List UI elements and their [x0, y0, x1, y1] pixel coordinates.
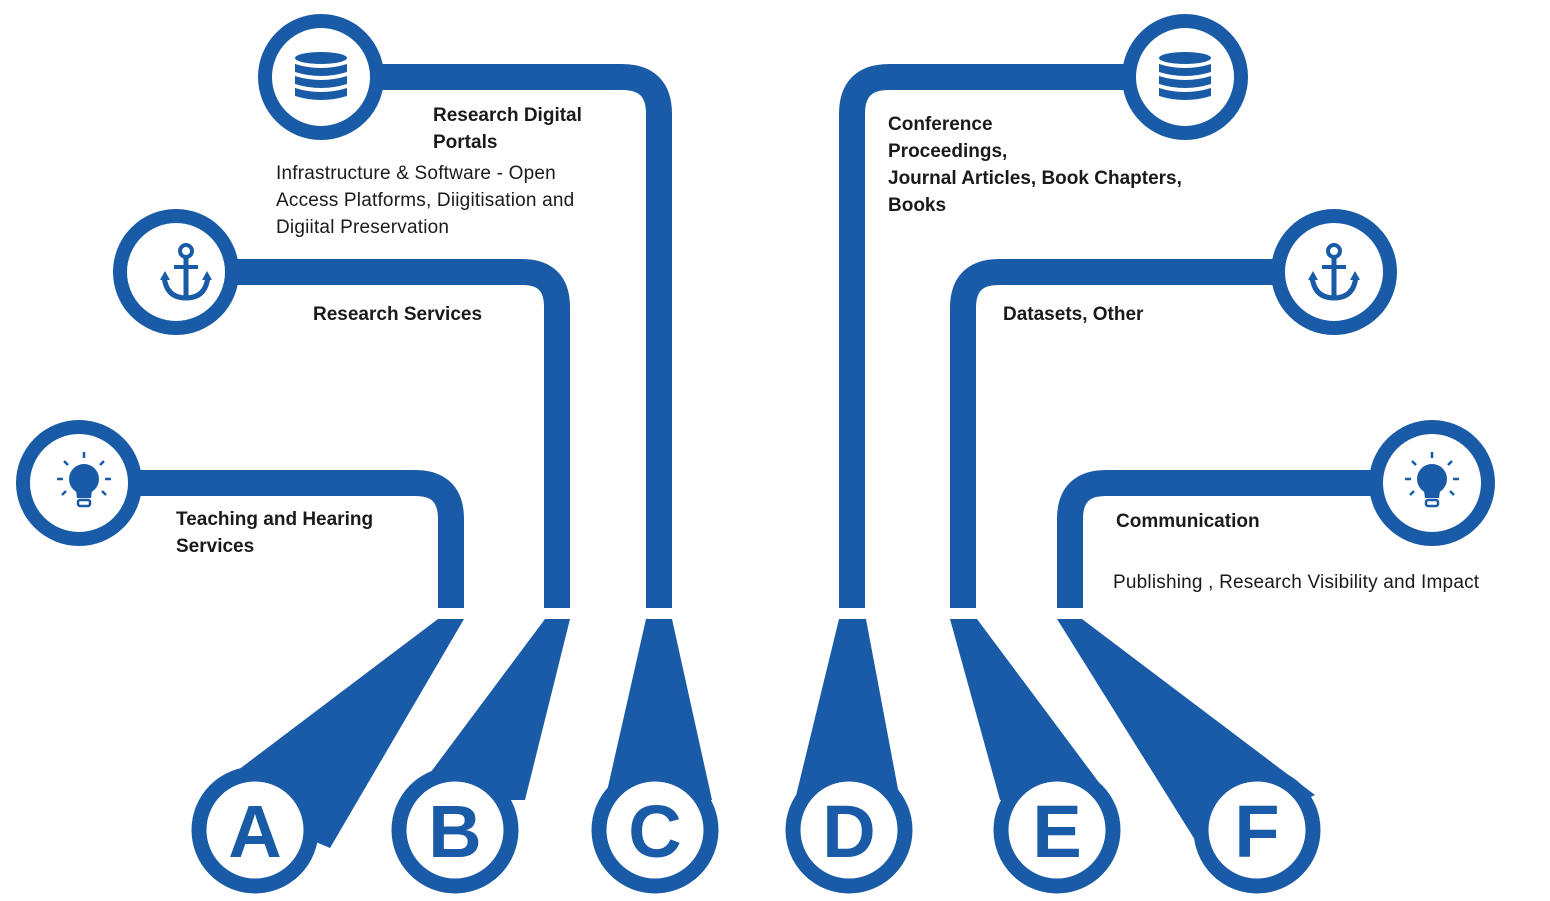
- badge-circle: [993, 766, 1121, 894]
- connector-d: [839, 64, 1142, 608]
- icon-circle-publications: [1122, 14, 1248, 140]
- publications-title: Conference Proceedings, Journal Articles…: [888, 114, 1182, 216]
- icon-circle-communication: [1369, 420, 1495, 546]
- badge-circle: [591, 766, 719, 894]
- connector-f: [1057, 470, 1382, 608]
- icon-circle-research-digital-portals: [258, 14, 384, 140]
- communication-description: Publishing , Research Visibility and Imp…: [1113, 572, 1480, 593]
- communication-title: Communication: [1116, 511, 1260, 532]
- funnel-b: [410, 619, 570, 800]
- badge-circle: [191, 766, 319, 894]
- funnel-d: [795, 619, 900, 800]
- research-services-title: Research Services: [313, 304, 483, 325]
- badge-letter: B: [428, 790, 481, 873]
- badge-circle: [785, 766, 913, 894]
- research-digital-portals-description: Infrastructure & Software - Open Access …: [276, 163, 575, 238]
- badge-letter: D: [822, 790, 875, 873]
- connector-e: [950, 259, 1285, 608]
- badge-d: D: [785, 766, 913, 894]
- badge-e: E: [993, 766, 1121, 894]
- badge-c: C: [591, 766, 719, 894]
- datasets-title: Datasets, Other: [1003, 304, 1144, 325]
- badge-letter: C: [628, 790, 681, 873]
- badge-letter: E: [1032, 790, 1081, 873]
- icon-circle-research-services: [113, 209, 239, 335]
- connector-a: [125, 470, 464, 608]
- funnel-e: [950, 619, 1112, 800]
- badge-circle: [391, 766, 519, 894]
- connector-c: [380, 64, 672, 608]
- research-digital-portals-title: Research Digital Portals: [433, 105, 582, 153]
- badge-circle: [1193, 766, 1321, 894]
- badge-a: A: [191, 766, 319, 894]
- connector-b: [225, 259, 570, 608]
- icon-circle-teaching-services: [16, 420, 142, 546]
- badge-letter: F: [1234, 790, 1279, 873]
- badge-f: F: [1193, 766, 1321, 894]
- badge-b: B: [391, 766, 519, 894]
- icon-circle-datasets: [1271, 209, 1397, 335]
- funnel-c: [605, 619, 712, 800]
- teaching-services-title: Teaching and Hearing Services: [176, 509, 374, 557]
- badge-letter: A: [228, 790, 281, 873]
